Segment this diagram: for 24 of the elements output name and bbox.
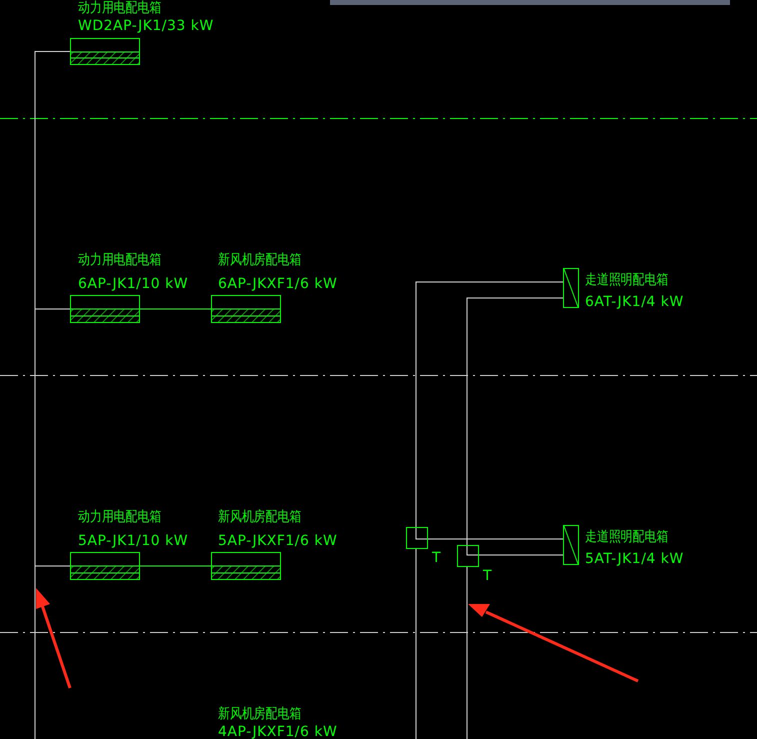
box-name-label: 动力用电配电箱 — [78, 0, 162, 16]
wire-line — [466, 566, 468, 739]
wire-line — [466, 544, 564, 556]
wire-line — [416, 526, 564, 540]
box-code-label: 5AP-JK1/10 kW — [78, 533, 188, 549]
wire-line — [416, 282, 564, 528]
box-code-label: 5AP-JKXF1/6 kW — [218, 533, 338, 549]
box-code-label: 6AT-JK1/4 kW — [585, 294, 684, 310]
box-code-label: 6AP-JKXF1/6 kW — [218, 276, 338, 292]
box-name-label: 新风机房配电箱 — [218, 252, 302, 268]
wire-line — [140, 308, 212, 310]
box-code-label: 6AP-JK1/10 kW — [78, 276, 188, 292]
box-name-label: 新风机房配电箱 — [218, 706, 302, 722]
tap-label: T — [483, 568, 492, 584]
box-name-label: 走道照明配电箱 — [585, 529, 668, 545]
box-code-label: 4AP-JKXF1/6 kW — [218, 724, 338, 739]
tap-label: T — [432, 550, 441, 566]
box-code-label: WD2AP-JK1/33 kW — [78, 18, 214, 34]
box-name-label: 新风机房配电箱 — [218, 509, 302, 525]
wire-line — [466, 298, 564, 546]
box-name-label: 动力用电配电箱 — [78, 252, 162, 268]
box-name-label: 走道照明配电箱 — [585, 272, 668, 288]
box-name-label: 动力用电配电箱 — [78, 509, 162, 525]
box-code-label: 5AT-JK1/4 kW — [585, 551, 684, 567]
